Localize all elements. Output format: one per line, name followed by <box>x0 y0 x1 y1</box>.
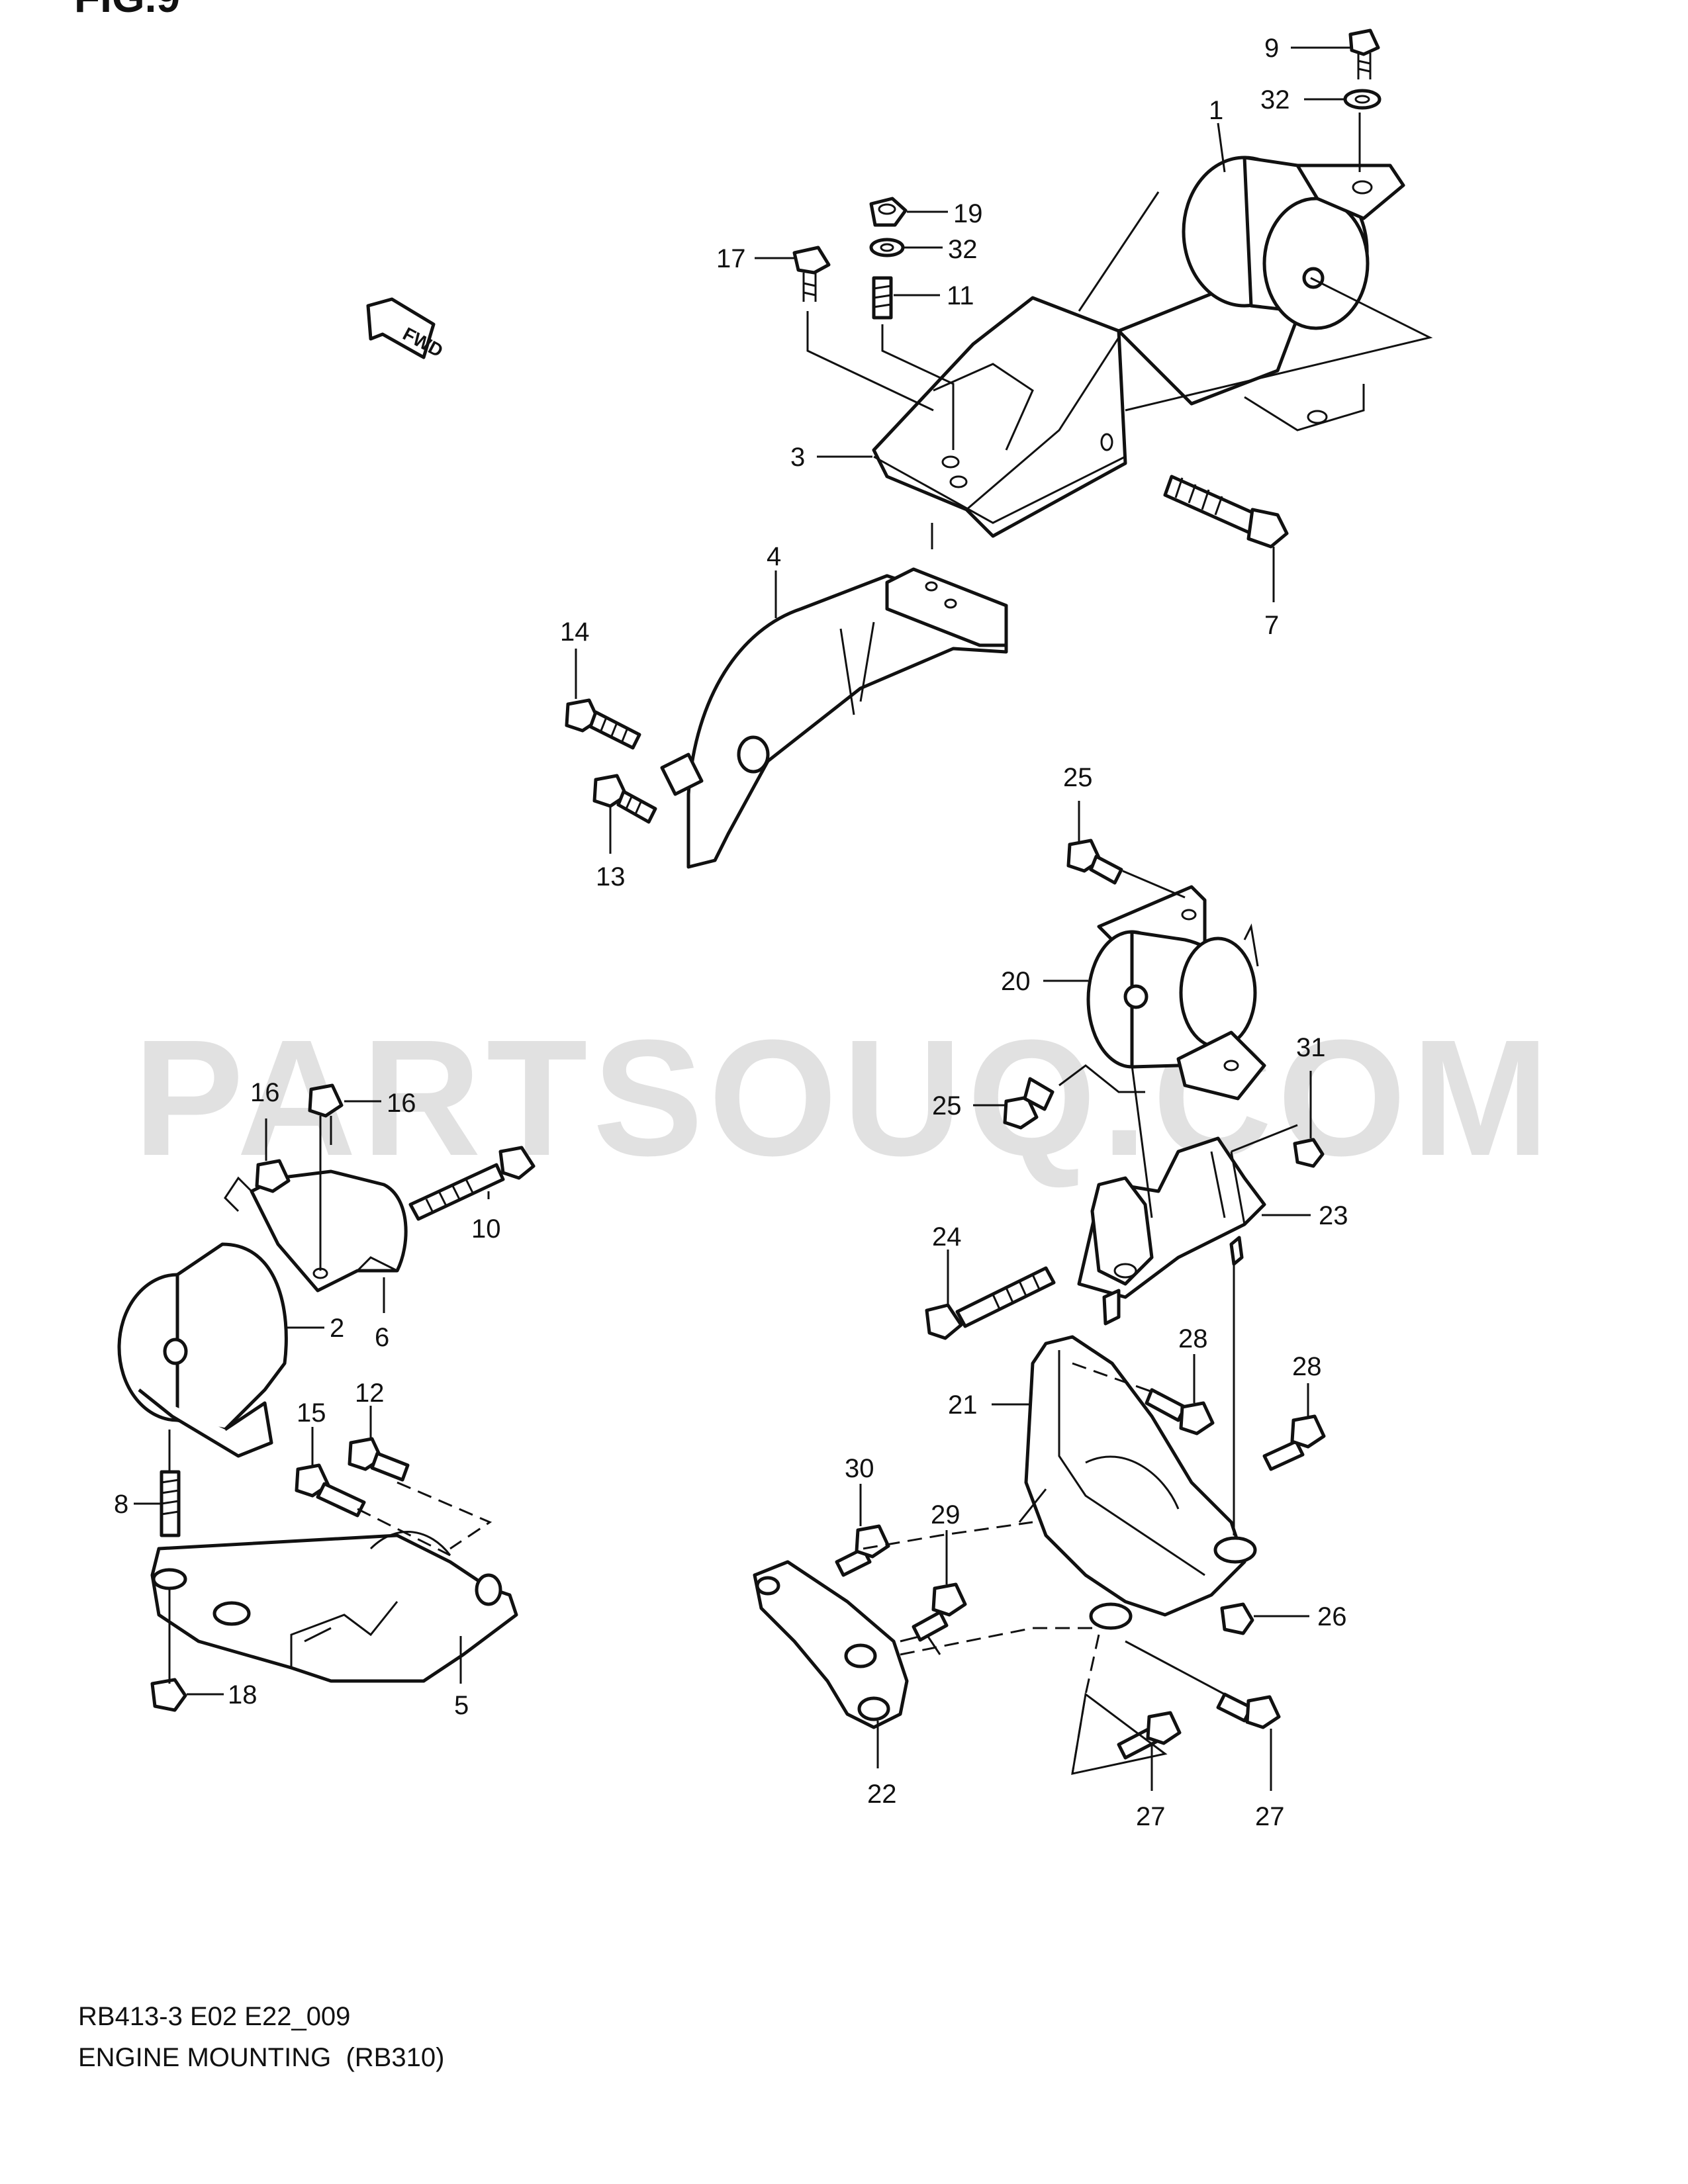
part-20-engine-mount-left <box>1086 885 1266 1101</box>
callout-4: 4 <box>767 542 781 571</box>
callout-32-mid: 32 <box>948 235 978 264</box>
bolt-28-right <box>1262 1414 1326 1471</box>
bolt-25-lower <box>1003 1077 1055 1130</box>
callout-29: 29 <box>931 1500 961 1529</box>
callout-27-left: 27 <box>1136 1802 1166 1831</box>
callout-16-left: 16 <box>250 1078 280 1107</box>
watermark: PARTSOUQ.COM <box>134 1005 1555 1190</box>
callout-24: 24 <box>932 1222 962 1251</box>
bolt-13 <box>592 774 657 824</box>
callout-12: 12 <box>355 1379 385 1408</box>
callout-28-left: 28 <box>1178 1324 1208 1353</box>
bolt-27-left <box>1117 1711 1182 1760</box>
part-1-engine-mount-right <box>1078 156 1433 432</box>
callout-15: 15 <box>297 1398 326 1428</box>
washer-32-upper <box>1343 89 1382 110</box>
callouts: 9 32 1 19 17 32 11 3 7 4 14 13 25 20 31 … <box>114 34 1350 1831</box>
callout-17: 17 <box>716 244 746 273</box>
nut-31 <box>1293 1138 1325 1168</box>
part-23-bracket <box>1077 1136 1266 1326</box>
callout-20: 20 <box>1001 967 1031 996</box>
bolt-12 <box>348 1437 410 1482</box>
callout-23: 23 <box>1319 1201 1348 1230</box>
callout-10: 10 <box>471 1214 501 1244</box>
callout-2: 2 <box>330 1314 344 1343</box>
diagram-title: ENGINE MOUNTING (RB310) <box>78 2043 444 2072</box>
nut-26 <box>1220 1602 1254 1635</box>
callout-6: 6 <box>375 1323 389 1352</box>
figure-header: FIG.9 <box>74 0 180 21</box>
callout-26: 26 <box>1317 1602 1347 1631</box>
callout-21: 21 <box>948 1390 978 1420</box>
part-3-bracket <box>872 296 1127 538</box>
callout-18: 18 <box>228 1680 258 1709</box>
bolt-9 <box>1348 28 1380 79</box>
callout-25-upper: 25 <box>1063 763 1093 792</box>
callout-28-right: 28 <box>1292 1352 1322 1381</box>
bolt-14 <box>565 698 641 750</box>
fwd-arrow-icon: FWD <box>366 297 446 361</box>
bolt-16-left <box>255 1159 291 1193</box>
part-2-engine-mount-left <box>117 1242 288 1458</box>
bolt-17 <box>792 246 831 302</box>
callout-32-upper: 32 <box>1260 85 1290 114</box>
bolt-15 <box>295 1463 366 1518</box>
part-22-bracket <box>753 1560 941 1729</box>
callout-31: 31 <box>1296 1033 1326 1062</box>
callout-16-right: 16 <box>387 1089 416 1118</box>
callout-11: 11 <box>947 281 974 310</box>
callout-22: 22 <box>867 1780 897 1809</box>
part-21-bracket <box>1018 1335 1257 1630</box>
part-5-bracket <box>150 1531 518 1683</box>
callout-13: 13 <box>596 862 626 891</box>
callout-8: 8 <box>114 1490 128 1519</box>
washer-32-mid <box>869 238 905 257</box>
bolt-27-right <box>1216 1692 1281 1729</box>
callout-3: 3 <box>790 443 805 472</box>
callout-1: 1 <box>1209 96 1223 125</box>
callout-27-right: 27 <box>1255 1802 1285 1831</box>
bolt-16-top <box>308 1083 344 1145</box>
callout-19: 19 <box>953 199 983 228</box>
callout-14: 14 <box>560 617 590 647</box>
bolt-28-left <box>1145 1388 1215 1435</box>
bolt-24 <box>925 1266 1056 1340</box>
callout-9: 9 <box>1264 34 1279 63</box>
callout-7: 7 <box>1264 611 1279 640</box>
bolt-25-upper <box>1066 839 1123 885</box>
part-4-bracket <box>660 523 1008 869</box>
bolt-10 <box>408 1146 536 1221</box>
callout-30: 30 <box>845 1454 874 1483</box>
callout-5: 5 <box>454 1691 469 1720</box>
stud-8 <box>160 1470 181 1537</box>
bolt-30 <box>835 1524 890 1577</box>
nut-19 <box>869 197 908 227</box>
bolt-29 <box>912 1582 967 1642</box>
callout-25-lower: 25 <box>932 1091 962 1120</box>
stud-11 <box>872 276 893 320</box>
diagram-code: RB413-3 E02 E22_009 <box>78 2002 350 2031</box>
bolt-7 <box>1163 475 1289 549</box>
nut-18 <box>150 1678 187 1712</box>
